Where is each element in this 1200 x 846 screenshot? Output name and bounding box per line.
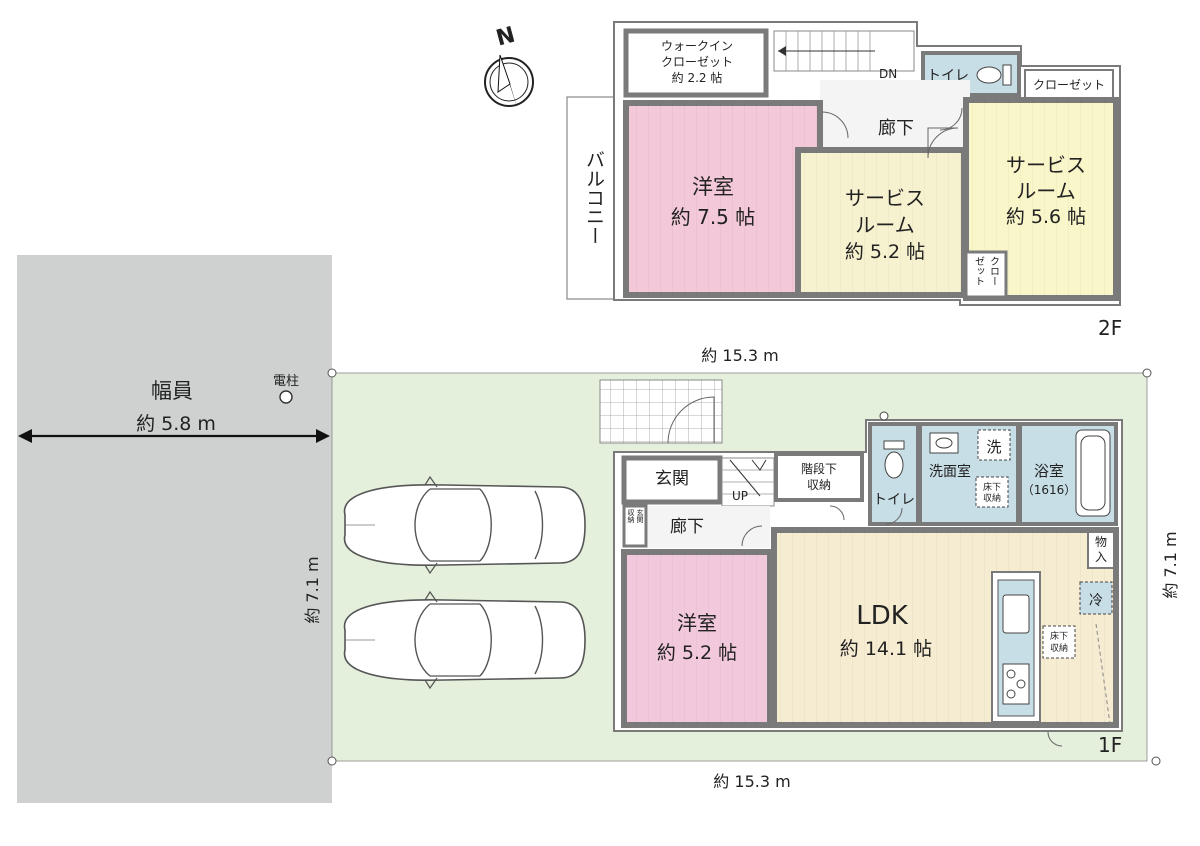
- door-swing: [927, 127, 959, 159]
- service-room-a-line-2: ルーム: [855, 213, 914, 237]
- site-corner-marker: [1142, 368, 1152, 378]
- bathtub-icon: [1075, 429, 1111, 517]
- arrow-head-right: [316, 429, 330, 443]
- bathroom-size: （1616）: [1022, 483, 1077, 497]
- balcony-label: バルコニー: [583, 150, 605, 245]
- door-swing: [667, 396, 715, 444]
- kitchen-sink-icon: [1002, 594, 1030, 634]
- service-room-a-size: 約 5.2 帖: [845, 241, 925, 263]
- service-room-b-line-1: サービス: [1006, 153, 1086, 177]
- bathroom-label: 浴室: [1034, 462, 1064, 480]
- storage-1f: [1087, 531, 1115, 569]
- hallway-1f: [648, 506, 770, 548]
- hallway-1f-label: 廊下: [670, 517, 704, 537]
- outdoor-fixture-icon: [879, 411, 889, 421]
- dashed-line: [1095, 623, 1111, 725]
- hallway-2f: [820, 80, 970, 150]
- walk-in-closet-label-3: 約 2.2 帖: [672, 70, 723, 85]
- toilet-tank-icon: [1002, 64, 1012, 86]
- under-stair-storage-line-2: 収納: [807, 478, 831, 492]
- stairs-up-label: UP: [732, 489, 748, 503]
- under-stair-storage-line-1: 階段下: [801, 461, 837, 476]
- walk-in-closet: [623, 28, 769, 98]
- pole-label: 電柱: [273, 374, 299, 389]
- car-icon: [343, 591, 586, 689]
- washing-machine: [977, 429, 1011, 461]
- service-room-a-line-1: サービス: [845, 186, 925, 210]
- site-dim-top: 約 15.3 m: [701, 346, 778, 365]
- road-area: [17, 255, 332, 803]
- ldk-size: 約 14.1 帖: [840, 638, 932, 660]
- stairs-dn-label: DN: [879, 67, 897, 81]
- western-room-1f-size: 約 5.2 帖: [657, 642, 737, 664]
- fridge-space: [1079, 581, 1113, 615]
- toilet-1f-label: トイレ: [873, 492, 915, 508]
- toilet-bowl-icon: [976, 66, 1002, 84]
- compass-north-label: N: [494, 23, 518, 52]
- door-swing: [1047, 731, 1063, 747]
- entrance-storage: [622, 504, 648, 548]
- fridge-label: 冷: [1089, 593, 1103, 609]
- floor2-label: 2F: [1098, 316, 1122, 340]
- road-title: 幅員: [151, 379, 193, 403]
- car-icon: [343, 476, 586, 574]
- floor-1f: 玄関 UP 階段下 収納 玄関 収納 廊下 トイレ 洗 洗面室: [599, 379, 1123, 757]
- site-corner-marker: [327, 756, 337, 766]
- toilet-tank-icon: [883, 440, 905, 450]
- western-room-1f-name: 洋室: [677, 611, 717, 635]
- sink-icon: [929, 432, 959, 454]
- walk-in-closet-label-2: クローゼット: [661, 55, 733, 69]
- hallway-2f-label: 廊下: [878, 118, 914, 139]
- under-stair-storage: [774, 452, 864, 502]
- floor-2f: バルコニー ウォークイン クローゼット 約 2.2 帖 DN トイレ クローゼッ…: [566, 21, 1122, 340]
- floor-storage-1-line-1: 床下: [983, 481, 1001, 493]
- site-dim-left: 約 7.1 m: [303, 556, 322, 623]
- closet-2f: [1024, 69, 1114, 99]
- western-room-2f-size: 約 7.5 帖: [671, 205, 756, 229]
- toilet-bowl-icon: [884, 451, 904, 479]
- small-closet-2f-line-1b: クロー: [988, 256, 999, 286]
- door-swing: [741, 525, 763, 547]
- floor-storage-2-line-2: 収納: [1050, 642, 1068, 654]
- closet-2f-label: クローゼット: [1033, 78, 1105, 92]
- entrance-label: 玄関: [655, 469, 689, 489]
- utility-pole-icon: [279, 390, 293, 404]
- site-corner-marker: [1151, 756, 1161, 766]
- service-room-b-size: 約 5.6 帖: [1006, 206, 1086, 228]
- floor-storage-2-line-1: 床下: [1050, 630, 1068, 642]
- western-room-2f-name: 洋室: [692, 175, 734, 199]
- washing-machine-label: 洗: [986, 438, 1001, 456]
- entrance-storage-line-2: 収納: [627, 509, 635, 524]
- site-dim-right: 約 7.1 m: [1161, 531, 1180, 598]
- balcony: [566, 96, 619, 300]
- door-swing: [821, 111, 849, 139]
- floor-storage-1-line-2: 収納: [983, 492, 1001, 504]
- ldk-name: LDK: [856, 601, 909, 631]
- arrow-head-left: [18, 429, 32, 443]
- entrance: [621, 455, 723, 505]
- small-closet-2f-line-2b: ゼット: [973, 256, 985, 286]
- porch: [599, 379, 723, 444]
- door-swing: [829, 505, 845, 521]
- washroom-label: 洗面室: [929, 463, 971, 480]
- door-swing: [939, 107, 963, 131]
- site-dim-bottom: 約 15.3 m: [713, 772, 790, 791]
- floor-storage-1: [975, 476, 1009, 508]
- road-width-label: 約 5.8 m: [136, 413, 216, 435]
- compass-icon: N: [484, 23, 534, 110]
- entrance-storage-line-1: 玄関: [636, 508, 644, 524]
- stairs-2f: DN: [773, 30, 915, 81]
- storage-1f-line-1: 物: [1095, 535, 1107, 549]
- storage-1f-line-2: 入: [1095, 550, 1107, 564]
- floor-storage-2: [1042, 625, 1076, 659]
- service-room-b-line-2: ルーム: [1016, 179, 1075, 203]
- door-swing: [885, 507, 903, 525]
- walk-in-closet-label-1: ウォークイン: [661, 39, 733, 53]
- site-corner-marker: [327, 368, 337, 378]
- stairs-1f: UP: [721, 457, 775, 507]
- floor1-label: 1F: [1098, 733, 1122, 757]
